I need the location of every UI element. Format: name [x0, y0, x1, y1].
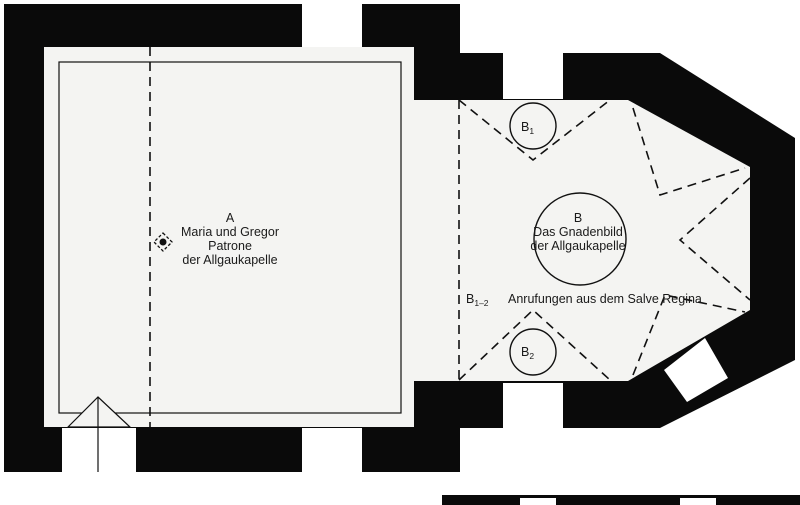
nave-floor — [44, 47, 414, 427]
b2-label: B2 — [521, 345, 534, 361]
window-south-choir — [503, 383, 563, 428]
b1-circle — [509, 102, 557, 150]
compass-target-icon — [153, 232, 173, 252]
lower-wall-gap-1 — [520, 498, 556, 505]
b2-circle — [509, 328, 557, 376]
vault-east — [678, 177, 751, 301]
choir-label: B Das Gnadenbild der Allgaukapelle — [530, 211, 625, 253]
window-north-choir — [503, 53, 563, 99]
door-south-nave — [302, 428, 362, 472]
lower-wall-fragment — [442, 495, 800, 505]
nave-letter: A — [226, 211, 235, 225]
lower-wall-gap-2 — [680, 498, 716, 505]
window-north-nave — [302, 4, 362, 50]
choir-line2: der Allgaukapelle — [530, 239, 625, 253]
b12-label: B1–2 — [466, 292, 489, 308]
gnadenbild-circle — [533, 192, 627, 286]
vault-southeast — [632, 294, 746, 376]
choir-line1: Das Gnadenbild — [533, 225, 623, 239]
choir-letter: B — [574, 211, 582, 225]
nave-inner-border — [58, 61, 402, 414]
nave-line3: der Allgaukapelle — [182, 253, 277, 267]
vault-northeast — [632, 107, 746, 197]
choir-floor — [414, 100, 750, 381]
b1-label: B1 — [521, 120, 534, 136]
vault-north-triangle — [458, 99, 611, 162]
nave-label: A Maria und Gregor Patrone der Allgaukap… — [181, 211, 279, 267]
nave-line1: Maria und Gregor — [181, 225, 279, 239]
b12-caption: Anrufungen aus dem Salve Regina — [508, 292, 702, 306]
vault-south-triangle — [458, 308, 611, 381]
window-southeast-apse — [664, 338, 728, 402]
door-southwest-nave — [62, 428, 136, 472]
entrance-arch — [66, 396, 132, 428]
nave-line2: Patrone — [208, 239, 252, 253]
